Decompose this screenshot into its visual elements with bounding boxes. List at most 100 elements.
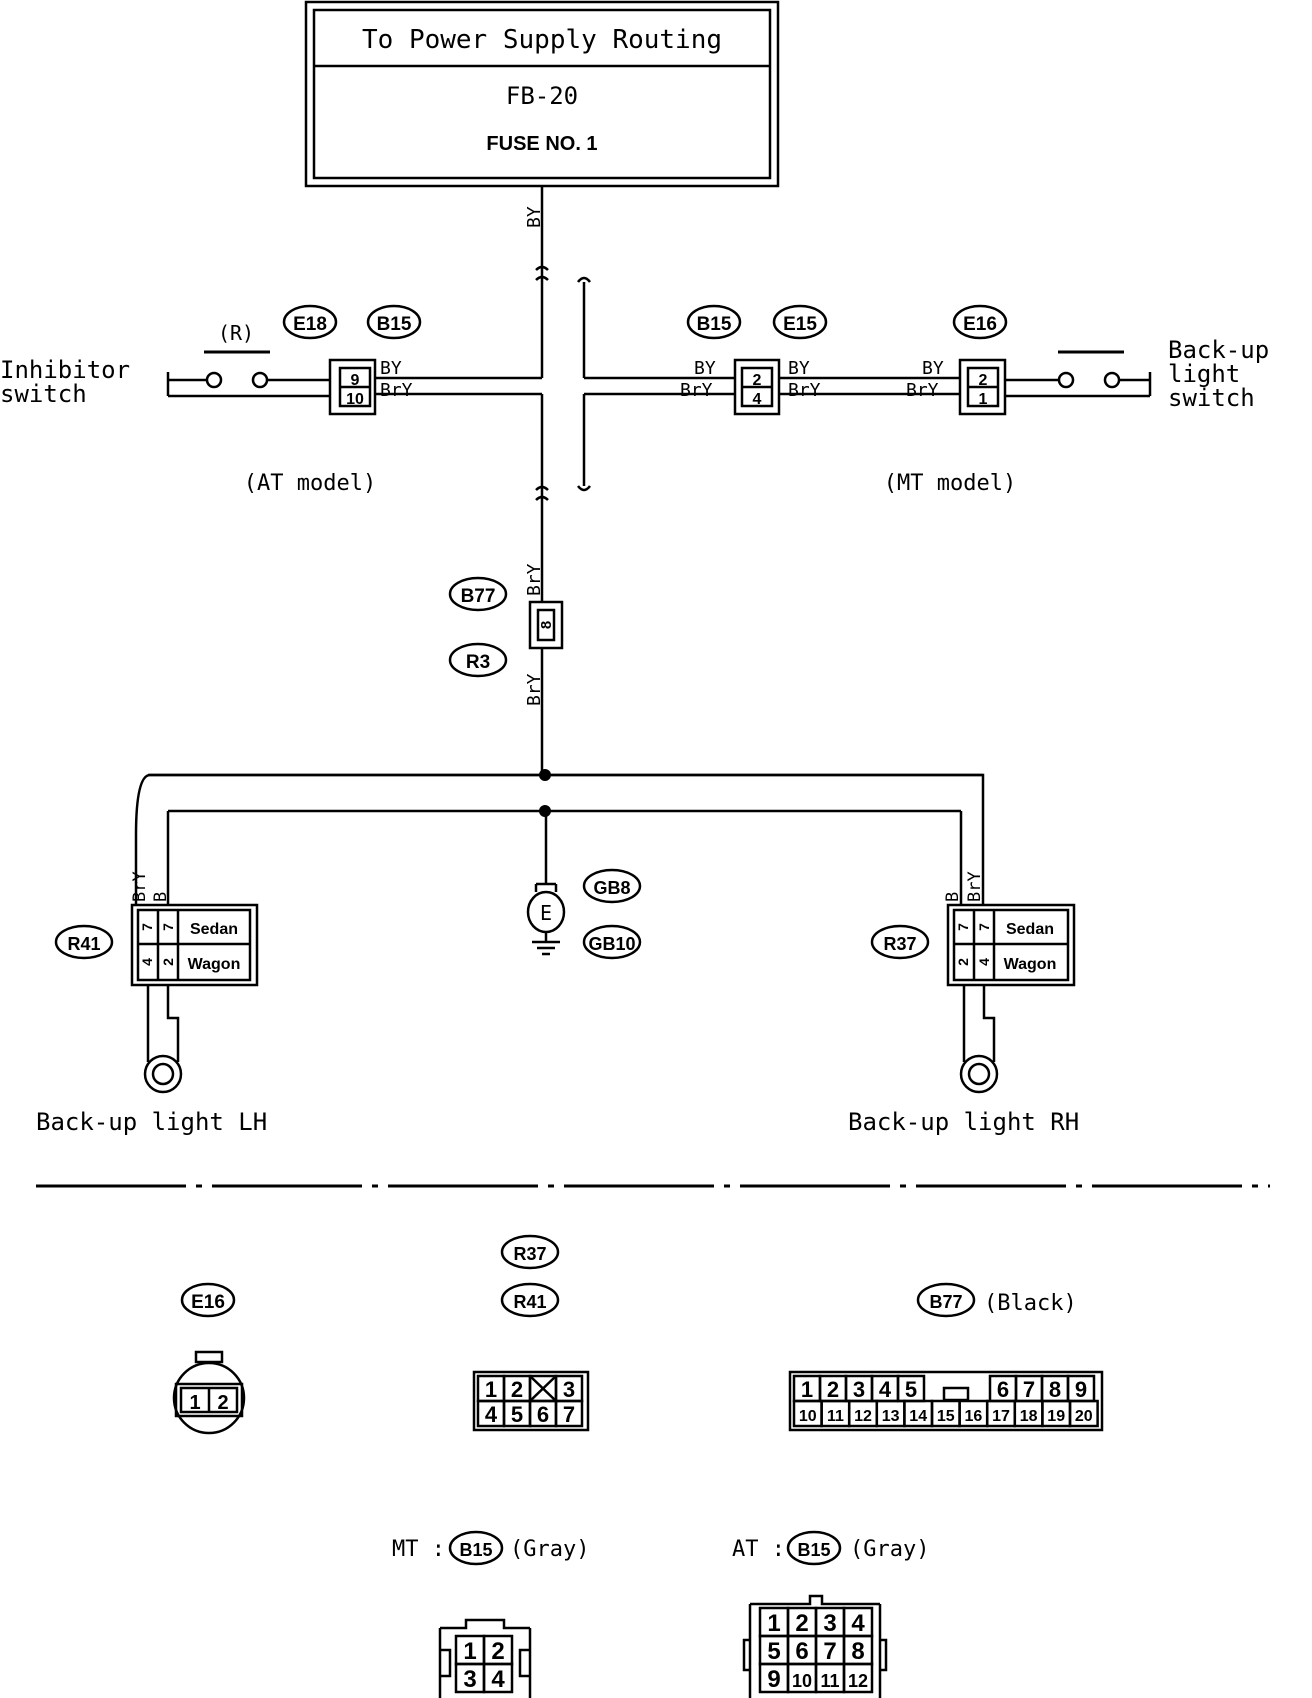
b77-pin: 2	[827, 1377, 839, 1402]
r-connector-pin: 2	[511, 1377, 523, 1402]
at-b15-pin: 1	[767, 1610, 780, 1637]
tag-e18: E18	[293, 314, 327, 335]
b77-pin: 3	[853, 1377, 865, 1402]
b77-color: (Black)	[984, 1291, 1077, 1316]
b77-pin: 7	[1023, 1377, 1035, 1402]
b77-pin: 12	[854, 1408, 872, 1425]
e16-pin-1: 1	[189, 1392, 200, 1414]
rh-pin-2: 7	[976, 923, 992, 931]
tag-gb8: GB8	[593, 878, 630, 898]
tag-r37: R37	[883, 934, 916, 954]
inhibitor-switch: Inhibitor switch (R) E18 B15 9 10 (AT mo…	[0, 304, 422, 496]
at-b15-pin: 8	[851, 1638, 864, 1665]
connector-e16: E16 1 2	[172, 1282, 246, 1435]
at-b15-pin: 5	[767, 1638, 780, 1665]
b77-pin: 17	[992, 1408, 1010, 1425]
rh-label: Back-up light RH	[848, 1108, 1079, 1136]
at-b15-cell	[842, 1662, 874, 1694]
inhibitor-pin-top: 9	[351, 372, 360, 389]
conn-tag-at-b15: B15	[797, 1540, 830, 1560]
b77-cell	[1068, 1399, 1099, 1428]
mt-junction-pin-top: 2	[753, 372, 762, 389]
ground: E GB8 GB10	[526, 868, 642, 960]
r-connector-pin: 3	[563, 1377, 575, 1402]
at-b15-pin: 2	[795, 1610, 808, 1637]
b77-pin: 14	[909, 1408, 927, 1425]
mt-b15-prefix: MT :	[392, 1537, 445, 1562]
wire-label-by-inhibitor: BY	[380, 358, 402, 379]
lh-row-sedan: Sedan	[190, 921, 238, 938]
mt-b15-pin: 3	[463, 1666, 476, 1693]
wire-label-bry-rh: BrY	[965, 871, 985, 902]
mt-b15-housing	[438, 1618, 532, 1698]
mt-junction-pin-bottom: 4	[753, 391, 762, 408]
r-connector-pin: 6	[537, 1402, 549, 1427]
wire-label-bry-switch: BrY	[906, 380, 939, 401]
b77-pin: 6	[997, 1377, 1009, 1402]
at-b15-prefix: AT :	[732, 1537, 785, 1562]
at-b15-pin: 7	[823, 1638, 836, 1665]
backup-light-switch: E16 2 1 Back-up light switch (MT model)	[884, 304, 1269, 496]
tag-e15: E15	[783, 314, 817, 335]
tag-gb10: GB10	[588, 934, 635, 954]
b77-pin: 15	[937, 1408, 955, 1425]
rh-row-sedan: Sedan	[1006, 921, 1054, 938]
conn-tag-b77: B77	[929, 1292, 962, 1312]
r-connector-pin: 1	[485, 1377, 497, 1402]
at-b15-pin: 11	[820, 1671, 839, 1691]
b77-pin: 11	[827, 1408, 844, 1425]
power-box-title: To Power Supply Routing	[362, 25, 722, 55]
wire-label-by-mt-left: BY	[694, 358, 716, 379]
b77-pin: 19	[1047, 1408, 1065, 1425]
inhibitor-pin-bottom: 10	[346, 391, 364, 408]
backup-light-rh: R37 7 7 2 4 Sedan Wagon Back-up light RH	[848, 903, 1079, 1136]
wire-label-bry-mt-left: BrY	[680, 380, 713, 401]
conn-tag-mt-b15: B15	[459, 1540, 492, 1560]
mt-b15-pin: 4	[491, 1666, 505, 1693]
tag-b15-mt: B15	[697, 314, 732, 335]
lh-pin-3: 4	[139, 958, 155, 966]
power-supply-box: To Power Supply Routing FB-20 FUSE NO. 1	[304, 0, 780, 188]
backup-light-lh: R41 7 7 4 2 Sedan Wagon Back-up light LH	[36, 903, 267, 1136]
b77-pin: 5	[905, 1377, 917, 1402]
inhibitor-mode: (R)	[218, 321, 254, 345]
wire-label-by-mt-right: BY	[788, 358, 810, 379]
r-connector-body	[472, 1370, 590, 1432]
wire-label-bry-mt-right: BrY	[788, 380, 821, 401]
b77-pin: 18	[1020, 1408, 1038, 1425]
mt-b15-pin: 1	[463, 1638, 476, 1665]
splice-connector: B77 R3 8	[448, 576, 564, 678]
at-b15-housing	[742, 1594, 888, 1698]
conn-tag-e16: E16	[191, 1292, 225, 1313]
backup-switch-label-3: switch	[1168, 384, 1255, 412]
rh-row-wagon: Wagon	[1004, 956, 1057, 973]
at-b15-pin: 6	[795, 1638, 808, 1665]
tag-e16: E16	[963, 314, 997, 335]
b77-pin: 1	[801, 1377, 813, 1402]
r-connector-pin: 5	[511, 1402, 523, 1427]
wire-label-bry-upper: BrY	[524, 563, 545, 596]
mt-b15-cell	[482, 1662, 514, 1694]
wire-label-b-rh: B	[943, 892, 963, 902]
switch-pin-bottom: 1	[979, 391, 988, 408]
b77-body	[788, 1370, 1104, 1432]
r-connector-cell	[554, 1399, 584, 1428]
conn-tag-r37: R37	[513, 1244, 546, 1264]
b77-pin: 9	[1075, 1377, 1087, 1402]
wire-label-bry-lh: BrY	[130, 871, 150, 902]
r-connector-blank-mark	[529, 1375, 557, 1402]
wire-label-b-lh: B	[151, 892, 171, 902]
b77-pin: 20	[1075, 1408, 1093, 1425]
inhibitor-switch-label-2: switch	[0, 380, 87, 408]
lh-label: Back-up light LH	[36, 1108, 267, 1136]
wire-label-bry-inhibitor: BrY	[380, 380, 413, 401]
at-model-note: (AT model)	[244, 471, 376, 496]
b77-pin: 10	[799, 1408, 817, 1425]
wire-label-bry-lower: BrY	[524, 673, 545, 706]
r-connector-pin: 7	[563, 1402, 575, 1427]
b77-pin: 4	[879, 1377, 892, 1402]
